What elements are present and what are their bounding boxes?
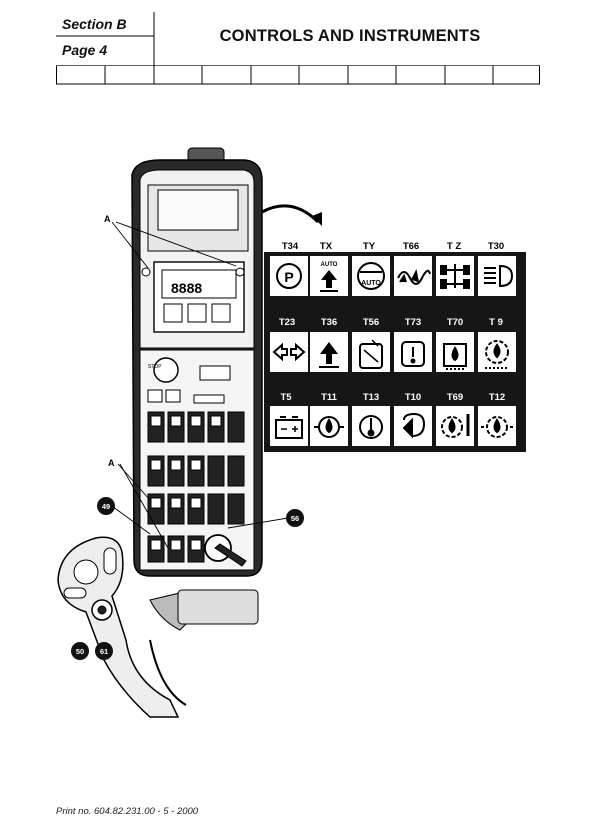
warning-light-panel: T34 TX TY T66 T Z T30 P AUTO AUTO [264,241,526,452]
label-t13: T13 [363,392,379,403]
joystick-handle [57,536,259,718]
temperature-icon [359,415,383,439]
svg-text:P: P [284,269,293,285]
oil-temperature-icon [441,414,470,438]
page-label: Page 4 [62,42,108,58]
label-t10: T10 [405,392,421,403]
label-t69: T69 [447,392,463,403]
label-t70: T70 [447,317,463,328]
callout-50-badge [71,642,89,660]
page-title: CONTROLS AND INSTRUMENTS [219,27,481,45]
callout-a-top: A [104,214,111,224]
instrument-console: 8888 STOP [131,147,263,577]
callout-61: 61 [100,647,108,656]
label-ty: TY [363,241,376,252]
transmission-oil-icon [481,416,513,438]
label-t23: T23 [279,317,295,328]
print-number: Print no. 604.82.231.00 - 5 - 2000 [56,806,199,817]
label-t56: T56 [363,317,379,328]
label-t11: T11 [321,392,338,403]
headlight-icon [484,264,514,288]
oil-pressure-icon [314,416,344,438]
battery-icon [275,416,303,439]
callout-50: 50 [76,647,84,656]
callout-61-badge [95,642,113,660]
callout-49: 49 [102,502,110,511]
label-t9: T 9 [489,317,503,328]
svg-text:AUTO: AUTO [321,262,338,268]
tank-drop-icon [443,343,467,370]
callout-49-badge [97,497,115,515]
auto-badge-icon: AUTO [357,262,385,290]
parking-brake-icon: P [276,263,302,289]
up-arrow-icon [319,342,339,368]
tank-fluid-icon [359,339,383,369]
label-t36: T36 [321,317,337,328]
label-t66: T66 [403,241,419,252]
label-tx: TX [320,241,333,252]
auto-up-arrow-icon: AUTO [320,262,338,292]
callout-leaders [111,204,322,549]
console-lcd: 8888 [171,280,202,296]
four-wheel-drive-icon [440,264,470,289]
callout-56: 56 [291,514,299,523]
stop-label: STOP [148,364,162,370]
section-label: Section B [62,16,127,32]
label-t12: T12 [489,392,505,403]
oil-gear-icon [485,340,509,369]
turn-signal-icon [272,342,306,362]
label-tz: T Z [447,241,461,252]
callout-a-mid: A [108,458,115,468]
warning-box-icon [401,341,425,367]
label-t30: T30 [488,241,504,252]
wave-icon [397,268,431,285]
label-t34: T34 [282,241,299,252]
air-filter-icon [402,412,426,439]
label-t73: T73 [405,317,421,328]
callout-56-badge [286,509,304,527]
label-t5: T5 [280,392,292,403]
header-frame [56,12,540,66]
svg-text:AUTO: AUTO [361,280,381,287]
header-grid [56,66,540,85]
